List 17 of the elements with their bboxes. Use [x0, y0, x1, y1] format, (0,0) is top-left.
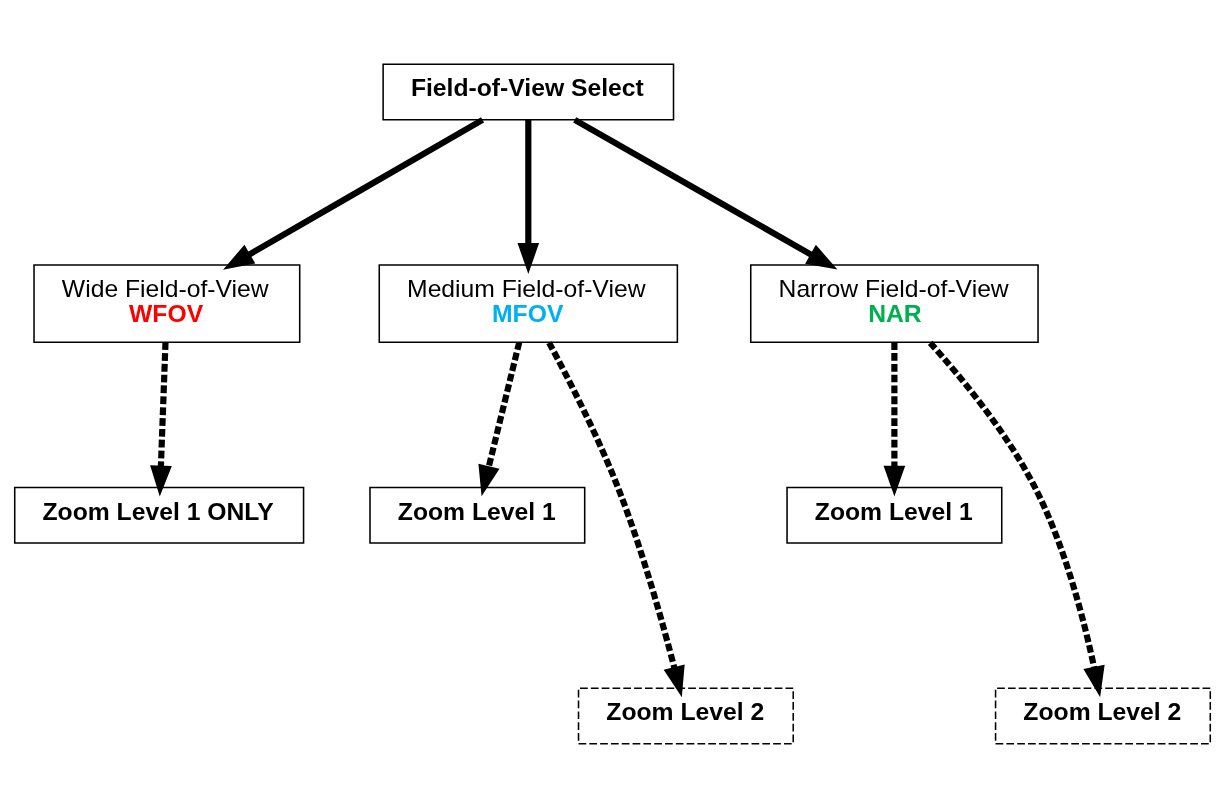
- node-box: Zoom Level 2: [994, 686, 1212, 745]
- node-box: Zoom Level 1: [369, 486, 586, 544]
- node-box: Medium Field-of-View MFOV: [378, 263, 679, 343]
- node-box: Zoom Level 2: [577, 686, 794, 745]
- arrow: [573, 116, 838, 270]
- arrow: [150, 341, 172, 497]
- node-box: Zoom Level 1: [786, 486, 1003, 544]
- node-box: Narrow Field-of-View NAR: [750, 263, 1039, 343]
- arrow: [883, 341, 906, 497]
- arrow: [546, 340, 685, 697]
- node-box: Wide Field-of-View WFOV: [33, 263, 301, 343]
- arrow: [478, 341, 523, 496]
- node-box: Zoom Level 1 ONLY: [13, 486, 305, 544]
- arrow: [517, 119, 540, 274]
- arrow: [927, 340, 1105, 697]
- arrow: [223, 116, 485, 270]
- node-box: Field-of-View Select: [382, 62, 675, 121]
